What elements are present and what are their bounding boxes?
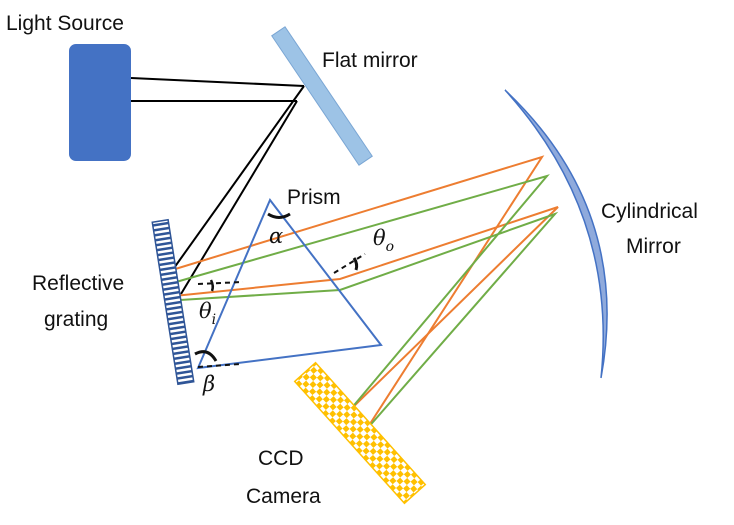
reflective-grating-label-line2: grating bbox=[44, 308, 108, 331]
light-source-label: Light Source bbox=[6, 12, 124, 35]
flat-mirror-label: Flat mirror bbox=[322, 49, 418, 72]
theta-o-symbol: θo bbox=[373, 226, 394, 255]
theta-o-arc-icon bbox=[352, 257, 359, 271]
angle-marks bbox=[194, 212, 366, 368]
cylindrical-mirror-label-line2: Mirror bbox=[626, 235, 681, 258]
prism bbox=[196, 198, 383, 370]
theta-o-dashed-line bbox=[333, 253, 366, 274]
theta-i-theta: θ bbox=[199, 299, 212, 323]
reflective-grating-label-line1: Reflective bbox=[32, 272, 124, 295]
alpha-arc-icon bbox=[267, 212, 291, 219]
ccd-camera bbox=[293, 361, 427, 505]
ccd-camera-label-line1: CCD bbox=[258, 447, 304, 470]
theta-i-dashed-line bbox=[197, 281, 244, 285]
flat-mirror bbox=[271, 26, 373, 166]
theta-i-symbol: θi bbox=[199, 299, 216, 328]
theta-o-theta: θ bbox=[373, 226, 386, 250]
input-light-rays bbox=[130, 77, 305, 295]
alpha-symbol: α bbox=[269, 224, 283, 248]
theta-o-subscript: o bbox=[386, 239, 394, 255]
cylindrical-mirror bbox=[504, 89, 608, 379]
light-source-block bbox=[69, 44, 131, 161]
cylindrical-mirror-label-line1: Cylindrical bbox=[601, 200, 698, 223]
beta-arc-icon bbox=[194, 350, 218, 362]
reflective-grating bbox=[151, 218, 195, 386]
theta-i-subscript: i bbox=[212, 312, 216, 328]
theta-i-arc-icon bbox=[209, 279, 215, 292]
beta-dashed-line bbox=[197, 363, 241, 368]
ccd-camera-label-line2: Camera bbox=[246, 485, 321, 508]
green-rays bbox=[175, 174, 559, 431]
beta-symbol: β bbox=[202, 372, 215, 396]
prism-label: Prism bbox=[287, 186, 341, 209]
